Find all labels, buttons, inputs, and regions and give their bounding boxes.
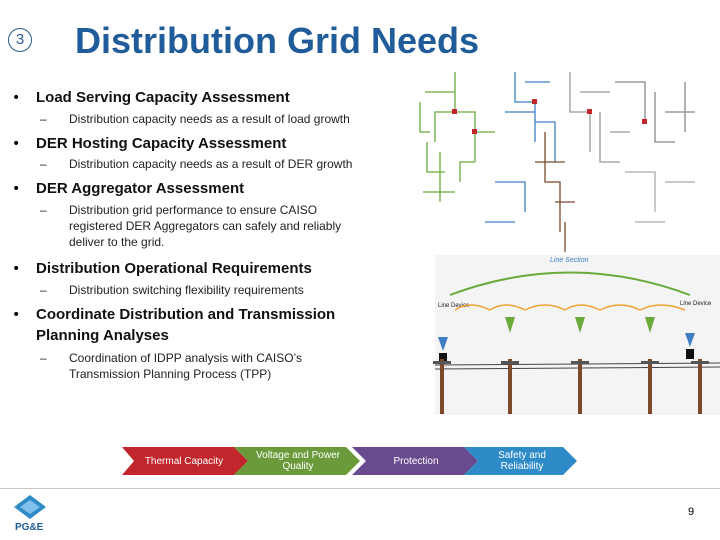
process-thermal-label: Thermal Capacity [144,455,224,467]
pge-logo-icon: PG&E [12,493,48,533]
bullet-der-hosting: DER Hosting Capacity Assessment [36,135,287,152]
bullet-marker: • [12,181,21,197]
sub-dash: – [40,351,47,365]
process-safety-label: Safety and Reliability [498,450,546,472]
bullet-marker: • [12,261,21,277]
sub-der-aggregator: Distribution grid performance to ensure … [69,203,342,249]
process-labels: Thermal Capacity Voltage and Power Quali… [122,447,577,475]
chevron-thermal [122,447,248,475]
line-device-right-label: Line Device [680,301,712,307]
svg-text:PG&E: PG&E [15,522,44,533]
sub-dash: – [40,283,47,297]
process-chevron-row [122,447,577,475]
sub-operational: Distribution switching flexibility requi… [69,283,304,297]
process-protection-label: Protection [393,455,439,467]
bullet-der-aggregator: DER Aggregator Assessment [36,180,245,197]
footer-divider [0,488,720,489]
sub-dash: – [40,203,47,217]
page-number: 9 [688,506,695,518]
chevron-safety [464,447,577,475]
sub-dash: – [40,157,47,171]
bullet-marker: • [12,136,21,152]
line-section-diagram: Line Section Line Device Line Device [433,255,720,415]
sub-dash: – [40,112,47,126]
line-device-left-label: Line Device [438,303,470,309]
line-section-label: Line Section [550,257,589,264]
process-voltage-label: Voltage and Power Quality [256,450,340,472]
distribution-network-map [419,72,695,252]
bullet-coordinate: Coordinate Distribution and Transmission… [36,306,336,344]
sub-der-hosting: Distribution capacity needs as a result … [69,157,353,171]
slide-number-badge: 3 [8,28,32,52]
chevron-protection [352,447,478,475]
slide-title: Distribution Grid Needs [75,20,480,61]
bullet-marker: • [12,90,21,106]
sub-coordinate: Coordination of IDPP analysis with CAISO… [69,351,302,381]
bullet-operational: Distribution Operational Requirements [36,260,312,277]
bullet-marker: • [12,307,21,323]
sub-load-serving: Distribution capacity needs as a result … [69,112,350,126]
chevron-voltage [234,447,360,475]
bullet-load-serving: Load Serving Capacity Assessment [36,89,290,106]
